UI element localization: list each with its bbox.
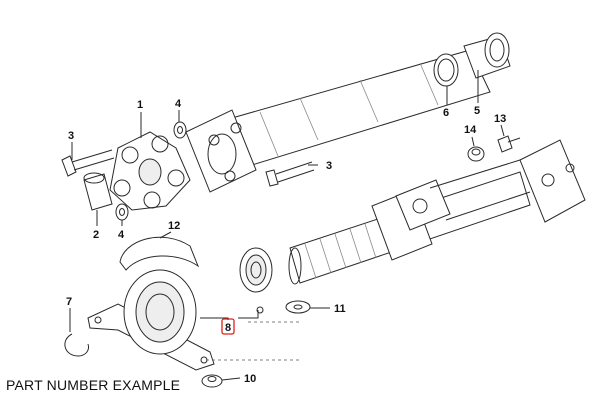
- washer-part-11: [285, 300, 311, 314]
- screw-part-13: [497, 135, 521, 153]
- rear-drive-shaft: [288, 139, 586, 285]
- bolt-part-left: [61, 149, 115, 177]
- callout-1: 1: [137, 99, 143, 111]
- ring-part-5: [463, 32, 511, 79]
- callout-13: 13: [494, 113, 506, 125]
- callout-8-highlight: [221, 318, 235, 335]
- ball-bearing-part: [239, 247, 273, 314]
- dust-shield-part: [119, 236, 200, 271]
- callout-5: 5: [474, 105, 480, 117]
- caption-text: PART NUMBER EXAMPLE: [6, 377, 181, 393]
- callout-7: 7: [66, 296, 72, 308]
- nut-part-upper: [173, 121, 187, 139]
- callout-14: 14: [464, 124, 477, 136]
- nut-part-14: [467, 146, 485, 162]
- callout-6: 6: [443, 107, 449, 119]
- center-bearing-support: [87, 269, 215, 371]
- callout-4-lower: 4: [118, 229, 125, 241]
- callout-4-upper: 4: [175, 98, 182, 110]
- callout-11: 11: [334, 303, 346, 315]
- front-drive-shaft: [185, 49, 491, 193]
- callout-2: 2: [93, 229, 99, 241]
- callout-3-left: 3: [68, 130, 74, 142]
- flex-disc-part: [109, 131, 191, 211]
- ring-part-6: [433, 53, 459, 87]
- callout-12: 12: [168, 220, 180, 232]
- circlip-part: [64, 333, 89, 357]
- nut-part-lower: [115, 203, 129, 221]
- washer-part-10: [201, 374, 223, 388]
- sleeve-part: [83, 172, 113, 211]
- callout-3-center: 3: [326, 160, 332, 172]
- callout-8: 8: [225, 322, 231, 334]
- callout-labels: 1 2 3 3 4 4 5 6 7 8 10 11 12 13 14: [66, 98, 506, 385]
- bolt-part-center: [265, 161, 315, 187]
- callout-10: 10: [244, 373, 256, 385]
